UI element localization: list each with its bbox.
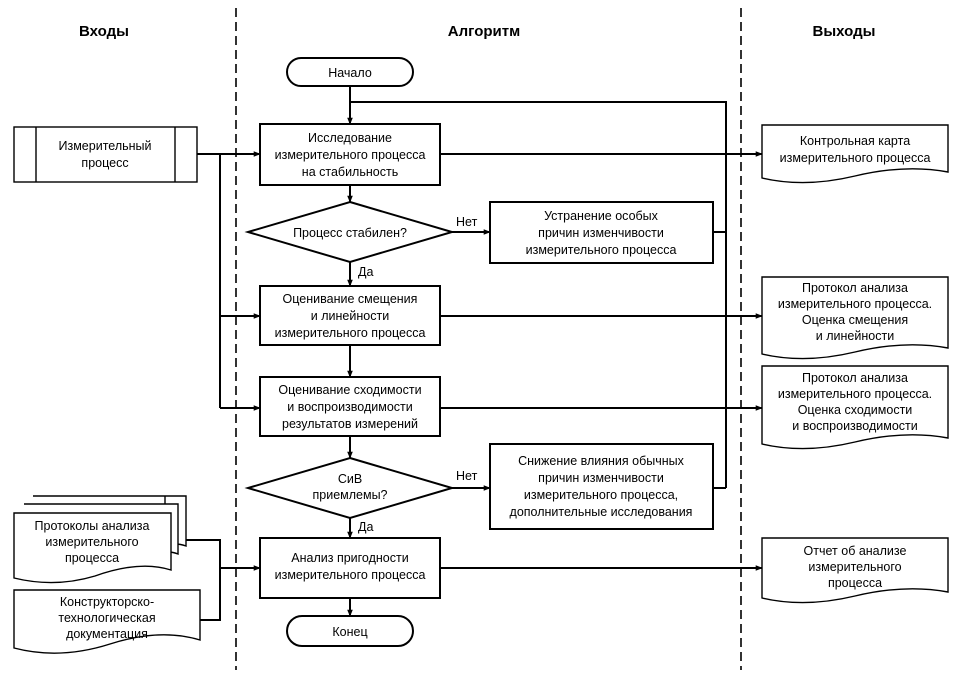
out3-line2: измерительного процесса. <box>778 387 932 401</box>
decision2-no-label: Нет <box>456 469 478 483</box>
step-bias-linearity: Оценивание смещения и линейности измерит… <box>259 285 441 346</box>
out4-line3: процесса <box>828 576 882 590</box>
decision2-line1: СиВ <box>338 472 362 486</box>
decision-grr-acceptable: СиВ приемлемы? <box>244 456 456 520</box>
out2-line3: Оценка смещения <box>802 313 908 327</box>
output-bias-linearity-protocol: Протокол анализа измерительного процесса… <box>761 276 949 360</box>
step3-line3: результатов измерений <box>282 417 418 431</box>
step-capability-analysis: Анализ пригодности измерительного процес… <box>259 537 441 599</box>
input-design-documentation: Конструкторско- технологическая документ… <box>13 589 201 654</box>
decision-process-stable: Процесс стабилен? <box>244 200 456 264</box>
input-protocols-line3: процесса <box>65 551 119 565</box>
fix2-line1: Снижение влияния обычных <box>518 454 685 468</box>
input-protocols-line2: измерительного <box>45 535 138 549</box>
step1-line3: на стабильность <box>302 165 398 179</box>
output-grr-protocol: Протокол анализа измерительного процесса… <box>761 365 949 450</box>
input-measuring-process: Измерительный процесс <box>13 126 198 183</box>
input-doc-line1: Конструкторско- <box>60 595 154 609</box>
feedback-loop-line <box>350 101 727 488</box>
input-process-line2: процесс <box>81 156 128 170</box>
input-analysis-protocols: Протоколы анализа измерительного процесс… <box>13 495 187 584</box>
input-protocols-line <box>186 539 221 621</box>
decision2-line2: приемлемы? <box>312 488 387 502</box>
column-header-outputs: Выходы <box>813 23 876 40</box>
fix2-line3: измерительного процесса, <box>524 488 678 502</box>
input-doc-line3: документация <box>66 627 148 641</box>
step4-line2: измерительного процесса <box>275 568 426 582</box>
column-header-inputs: Входы <box>79 23 129 40</box>
out1-line2: измерительного процесса <box>780 151 931 165</box>
step-stability-study: Исследование измерительного процесса на … <box>259 123 441 186</box>
decision1-label: Процесс стабилен? <box>293 226 407 240</box>
out4-line2: измерительного <box>808 560 901 574</box>
step3-line2: и воспроизводимости <box>287 400 413 414</box>
output-capability-report: Отчет об анализе измерительного процесса <box>761 537 949 604</box>
decision1-no-label: Нет <box>456 215 478 229</box>
step1-line2: измерительного процесса <box>275 148 426 162</box>
out2-line1: Протокол анализа <box>802 281 908 295</box>
input-protocols-line1: Протоколы анализа <box>35 519 150 533</box>
out2-line2: измерительного процесса. <box>778 297 932 311</box>
end-label: Конец <box>332 625 367 639</box>
step-repeatability-reproducibility: Оценивание сходимости и воспроизводимост… <box>259 376 441 437</box>
step-reduce-common-causes: Снижение влияния обычных причин изменчив… <box>489 443 714 530</box>
column-header-algorithm: Алгоритм <box>448 23 520 40</box>
step2-line2: и линейности <box>311 309 389 323</box>
decision1-yes-label: Да <box>358 265 373 279</box>
out3-line3: Оценка сходимости <box>798 403 913 417</box>
out3-line4: и воспроизводимости <box>792 419 918 433</box>
out1-line1: Контрольная карта <box>800 134 910 148</box>
step-eliminate-special-causes: Устранение особых причин изменчивости из… <box>489 201 714 264</box>
start-label: Начало <box>328 66 372 80</box>
input-doc-line2: технологическая <box>58 611 155 625</box>
end-terminator: Конец <box>286 615 414 647</box>
fix2-line4: дополнительные исследования <box>510 505 693 519</box>
out3-line1: Протокол анализа <box>802 371 908 385</box>
fix2-line2: причин изменчивости <box>538 471 664 485</box>
step1-line1: Исследование <box>308 131 392 145</box>
fix1-line3: измерительного процесса <box>526 243 677 257</box>
step4-line1: Анализ пригодности <box>291 551 408 565</box>
step3-line1: Оценивание сходимости <box>278 383 421 397</box>
output-control-chart: Контрольная карта измерительного процесс… <box>761 124 949 184</box>
input-process-line1: Измерительный <box>59 139 152 153</box>
step2-line1: Оценивание смещения <box>283 292 418 306</box>
step2-line3: измерительного процесса <box>275 326 426 340</box>
decision2-yes-label: Да <box>358 520 373 534</box>
fix1-line2: причин изменчивости <box>538 226 664 240</box>
connectors <box>186 86 763 621</box>
out4-line1: Отчет об анализе <box>804 544 907 558</box>
out2-line4: и линейности <box>816 329 894 343</box>
fix1-line1: Устранение особых <box>544 209 659 223</box>
start-terminator: Начало <box>286 57 414 87</box>
